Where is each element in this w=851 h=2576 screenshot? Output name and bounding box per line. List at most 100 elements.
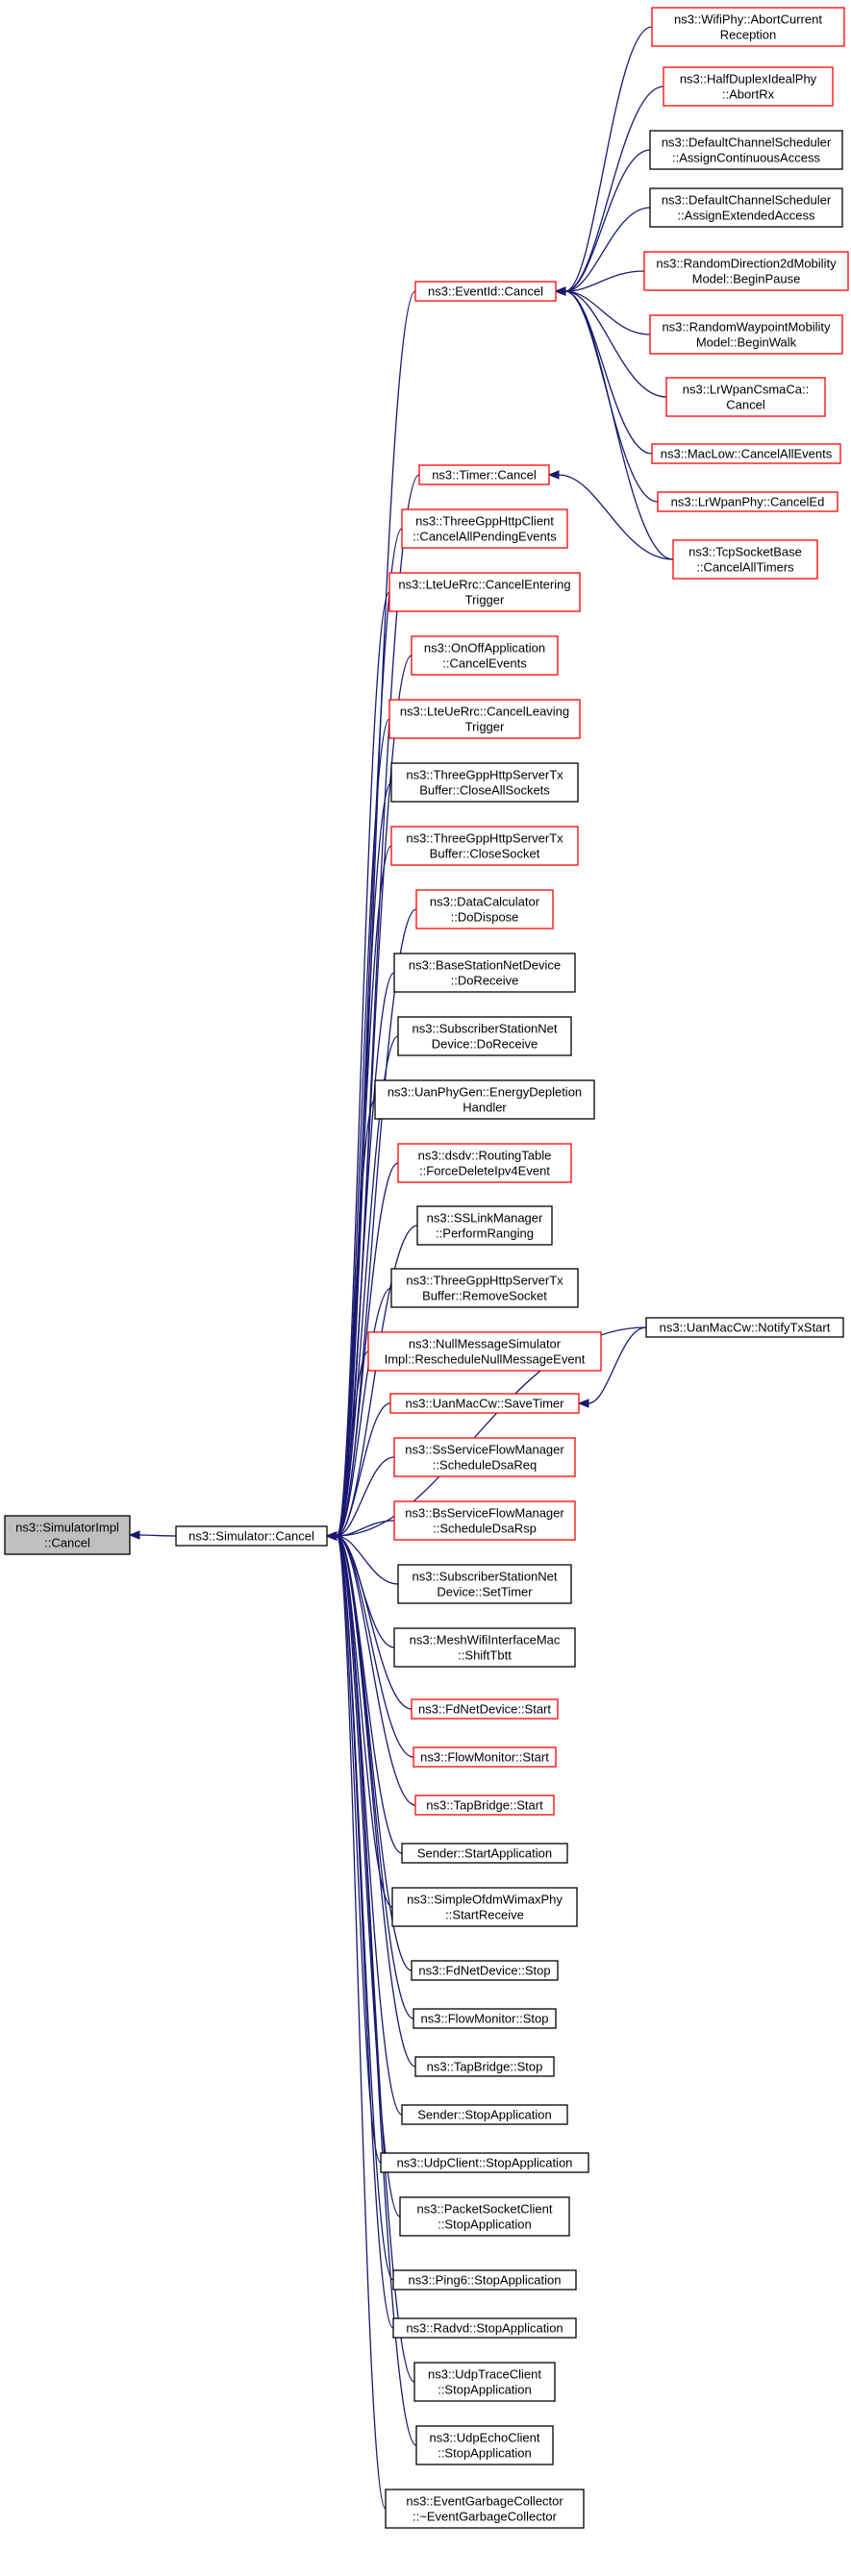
- node-box[interactable]: [414, 281, 557, 302]
- node-ssnd1[interactable]: ns3::SubscriberStationNetDevice::DoRecei…: [397, 1016, 572, 1056]
- node-sslm[interactable]: ns3::SSLinkManager::PerformRanging: [416, 1205, 553, 1246]
- node-box[interactable]: [175, 1525, 328, 1547]
- node-sim[interactable]: ns3::Simulator::Cancel: [175, 1525, 328, 1547]
- node-box[interactable]: [391, 1887, 578, 1927]
- node-box[interactable]: [663, 66, 834, 107]
- node-root[interactable]: ns3::SimulatorImpl::Cancel: [4, 1515, 131, 1555]
- node-box[interactable]: [393, 1437, 576, 1477]
- node-ping6[interactable]: ns3::Ping6::StopApplication: [392, 2269, 577, 2291]
- node-box[interactable]: [643, 251, 849, 291]
- node-box[interactable]: [390, 762, 579, 803]
- node-maclow[interactable]: ns3::MacLow::CancelAllEvents: [651, 443, 841, 464]
- node-lrphy[interactable]: ns3::LrWpanPhy::CancelEd: [657, 491, 838, 512]
- node-box[interactable]: [388, 699, 581, 739]
- node-rwm[interactable]: ns3::RandomWaypointMobilityModel::BeginW…: [649, 314, 843, 355]
- node-tgs3[interactable]: ns3::ThreeGppHttpServerTxBuffer::RemoveS…: [390, 1268, 579, 1308]
- node-box[interactable]: [411, 635, 559, 676]
- node-box[interactable]: [649, 314, 843, 355]
- node-evc[interactable]: ns3::EventId::Cancel: [414, 281, 557, 302]
- node-datac[interactable]: ns3::DataCalculator::DoDispose: [415, 889, 554, 929]
- node-box[interactable]: [367, 1331, 602, 1372]
- node-ssfm[interactable]: ns3::SsServiceFlowManager::ScheduleDsaRe…: [393, 1437, 576, 1477]
- node-bsnd[interactable]: ns3::BaseStationNetDevice::DoReceive: [393, 953, 576, 993]
- node-uantx[interactable]: ns3::UanMacCw::NotifyTxStart: [645, 1317, 844, 1338]
- node-timer[interactable]: ns3::Timer::Cancel: [418, 464, 550, 485]
- node-box[interactable]: [665, 377, 826, 417]
- node-box[interactable]: [411, 1960, 559, 1981]
- node-box[interactable]: [401, 2104, 568, 2125]
- node-box[interactable]: [393, 1500, 576, 1541]
- node-box[interactable]: [390, 826, 579, 866]
- node-box[interactable]: [415, 2425, 554, 2465]
- node-box[interactable]: [651, 443, 841, 464]
- node-box[interactable]: [418, 464, 550, 485]
- node-box[interactable]: [401, 508, 568, 549]
- node-box[interactable]: [414, 2056, 555, 2077]
- node-box[interactable]: [397, 1564, 572, 1604]
- node-box[interactable]: [413, 2008, 557, 2029]
- node-udpc[interactable]: ns3::UdpClient::StopApplication: [380, 2152, 589, 2173]
- node-nullm[interactable]: ns3::NullMessageSimulatorImpl::Reschedul…: [367, 1331, 602, 1372]
- node-lrcsma[interactable]: ns3::LrWpanCsmaCa::Cancel: [665, 377, 826, 417]
- node-box[interactable]: [414, 1795, 555, 1816]
- node-rd2d[interactable]: ns3::RandomDirection2dMobilityModel::Beg…: [643, 251, 849, 291]
- node-box[interactable]: [649, 187, 843, 228]
- node-box[interactable]: [657, 491, 838, 512]
- node-dcs2[interactable]: ns3::DefaultChannelScheduler::AssignExte…: [649, 187, 843, 228]
- node-box[interactable]: [393, 1627, 576, 1668]
- node-tgs1[interactable]: ns3::ThreeGppHttpServerTxBuffer::CloseAl…: [390, 762, 579, 803]
- node-fdstop[interactable]: ns3::FdNetDevice::Stop: [411, 1960, 559, 1981]
- node-box[interactable]: [397, 1016, 572, 1056]
- node-tcpsb[interactable]: ns3::TcpSocketBase::CancelAllTimers: [672, 539, 818, 580]
- node-bsfm[interactable]: ns3::BsServiceFlowManager::ScheduleDsaRs…: [393, 1500, 576, 1541]
- node-fmstop[interactable]: ns3::FlowMonitor::Stop: [413, 2008, 557, 2029]
- node-tgs2[interactable]: ns3::ThreeGppHttpServerTxBuffer::CloseSo…: [390, 826, 579, 866]
- node-sowp[interactable]: ns3::SimpleOfdmWimaxPhy::StartReceive: [391, 1887, 578, 1927]
- node-box[interactable]: [401, 1843, 568, 1864]
- node-box[interactable]: [413, 1746, 557, 1768]
- node-udptc[interactable]: ns3::UdpTraceClient::StopApplication: [413, 2362, 556, 2402]
- node-radvd[interactable]: ns3::Radvd::StopApplication: [392, 2317, 577, 2339]
- node-box[interactable]: [4, 1515, 131, 1555]
- node-onoff[interactable]: ns3::OnOffApplication::CancelEvents: [411, 635, 559, 676]
- node-box[interactable]: [392, 2269, 577, 2291]
- node-mesh[interactable]: ns3::MeshWifiInterfaceMac::ShiftTbtt: [393, 1627, 576, 1668]
- node-udpec[interactable]: ns3::UdpEchoClient::StopApplication: [415, 2425, 554, 2465]
- node-box[interactable]: [399, 2196, 570, 2237]
- node-box[interactable]: [397, 1143, 572, 1183]
- node-tbstart[interactable]: ns3::TapBridge::Start: [414, 1795, 555, 1816]
- node-box[interactable]: [390, 1268, 579, 1308]
- node-box[interactable]: [374, 1079, 595, 1120]
- node-dcs1[interactable]: ns3::DefaultChannelScheduler::AssignCont…: [649, 130, 843, 170]
- node-hdip[interactable]: ns3::HalfDuplexIdealPhy::AbortRx: [663, 66, 834, 107]
- node-fmstart[interactable]: ns3::FlowMonitor::Start: [413, 1746, 557, 1768]
- node-ssnd2[interactable]: ns3::SubscriberStationNetDevice::SetTime…: [397, 1564, 572, 1604]
- node-box[interactable]: [388, 572, 581, 612]
- node-box[interactable]: [393, 953, 576, 993]
- node-box[interactable]: [415, 889, 554, 929]
- node-box[interactable]: [392, 2317, 577, 2339]
- node-tbstop[interactable]: ns3::TapBridge::Stop: [414, 2056, 555, 2077]
- node-fdstart[interactable]: ns3::FdNetDevice::Start: [411, 1698, 559, 1720]
- node-box[interactable]: [649, 130, 843, 170]
- node-box[interactable]: [385, 2489, 585, 2529]
- node-sendso[interactable]: Sender::StopApplication: [401, 2104, 568, 2125]
- node-dsdv[interactable]: ns3::dsdv::RoutingTable::ForceDeleteIpv4…: [397, 1143, 572, 1183]
- node-box[interactable]: [389, 1393, 580, 1414]
- node-box[interactable]: [411, 1698, 559, 1720]
- node-sendsa[interactable]: Sender::StartApplication: [401, 1843, 568, 1864]
- node-box[interactable]: [380, 2152, 589, 2173]
- node-box[interactable]: [672, 539, 818, 580]
- node-psc[interactable]: ns3::PacketSocketClient::StopApplication: [399, 2196, 570, 2237]
- node-tghc[interactable]: ns3::ThreeGppHttpClient::CancelAllPendin…: [401, 508, 568, 549]
- node-box[interactable]: [645, 1317, 844, 1338]
- node-box[interactable]: [651, 7, 845, 47]
- node-box[interactable]: [416, 1205, 553, 1246]
- node-box[interactable]: [413, 2362, 556, 2402]
- node-egc[interactable]: ns3::EventGarbageCollector::~EventGarbag…: [385, 2489, 585, 2529]
- node-uanst[interactable]: ns3::UanMacCw::SaveTimer: [389, 1393, 580, 1414]
